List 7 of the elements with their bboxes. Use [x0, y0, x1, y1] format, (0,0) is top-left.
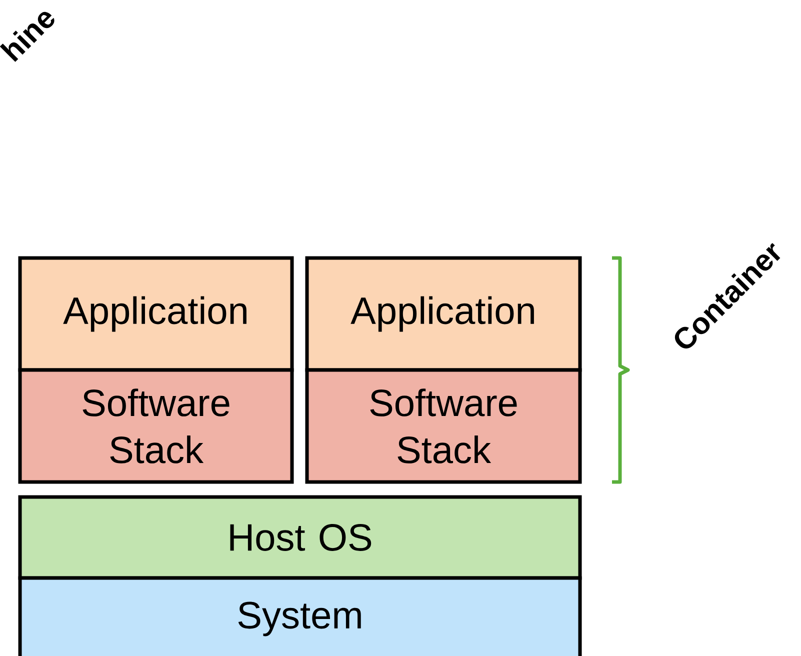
- software-stack-box: Software Stack: [305, 368, 582, 484]
- system-box: System: [18, 576, 582, 656]
- application-box: Application: [305, 256, 582, 372]
- application-box: Application: [18, 256, 294, 372]
- software-stack-box: Software Stack: [18, 368, 294, 484]
- rotated-label: hine: [0, 12, 54, 62]
- host-os-box: Host OS: [18, 495, 582, 580]
